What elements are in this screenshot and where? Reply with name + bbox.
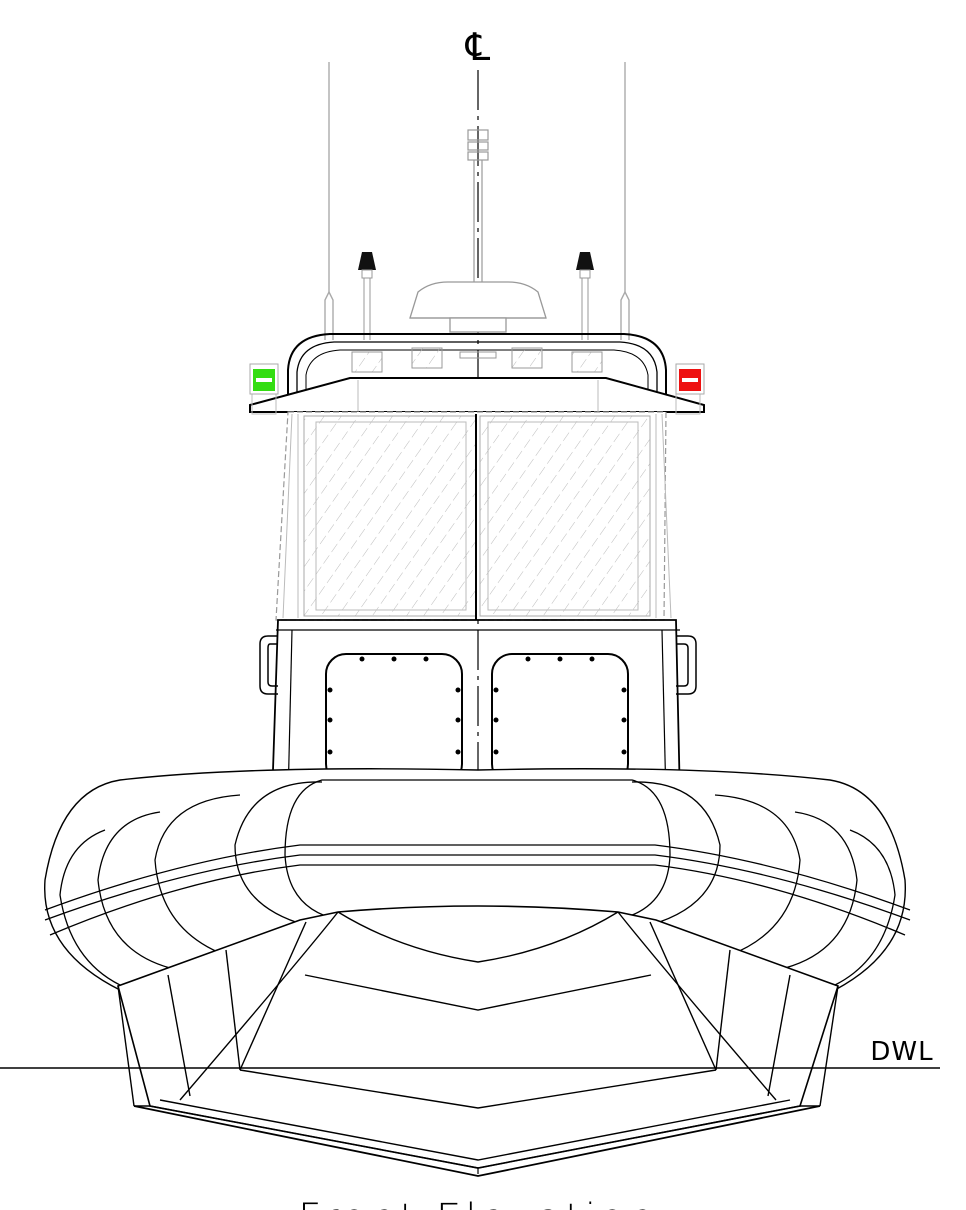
mast	[467, 129, 489, 300]
nav-light-port	[675, 363, 705, 395]
nav-light-starboard	[249, 363, 279, 395]
centerline-label: ℄	[465, 25, 491, 69]
grab-rails	[259, 635, 697, 695]
roof-fixtures	[351, 347, 603, 373]
windshield	[275, 411, 672, 621]
hull	[117, 905, 839, 1169]
radar-dome	[409, 281, 547, 333]
visor	[249, 377, 705, 413]
spotlight-port	[358, 252, 376, 340]
cabin-roof	[287, 333, 667, 395]
spotlight-starboard	[576, 252, 594, 340]
fender-segments	[44, 779, 911, 986]
waterline-label: DWL	[870, 1037, 933, 1067]
antennas	[324, 62, 630, 340]
drawing-title: Front Elevation	[298, 1196, 658, 1210]
hull-lines	[117, 911, 839, 1177]
front-window-port	[325, 653, 463, 785]
front-window-starboard	[491, 653, 629, 785]
